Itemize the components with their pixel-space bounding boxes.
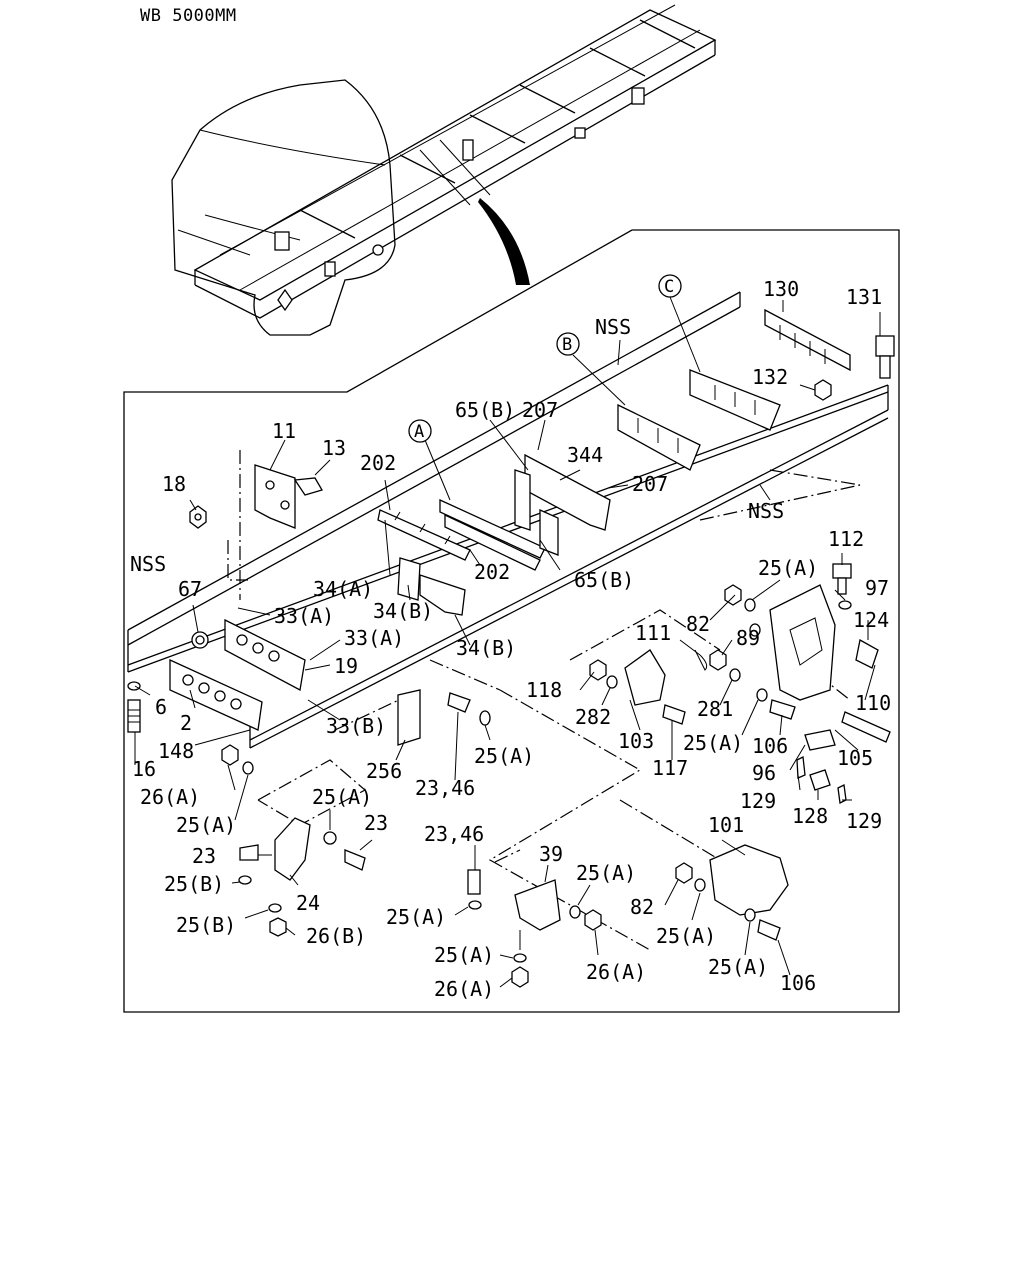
- label-103: 103: [618, 729, 654, 753]
- label-25a: 25(A): [386, 905, 446, 929]
- label-118: 118: [526, 678, 562, 702]
- label-26a: 26(A): [586, 960, 646, 984]
- label-6: 6: [155, 695, 167, 719]
- label-281: 281: [697, 697, 733, 721]
- label-112: 112: [828, 527, 864, 551]
- label-131: 131: [846, 285, 882, 309]
- label-19: 19: [334, 654, 358, 678]
- label-26b: 26(B): [306, 924, 366, 948]
- label-89: 89: [736, 626, 760, 650]
- label-96: 96: [752, 761, 776, 785]
- label-26a: 26(A): [140, 785, 200, 809]
- label-106: 106: [780, 971, 816, 995]
- label-202: 202: [474, 560, 510, 584]
- label-148: 148: [158, 739, 194, 763]
- diagram-title: WB 5000MM: [140, 6, 237, 26]
- label-25a: 25(A): [683, 731, 743, 755]
- label-33b: 33(B): [326, 714, 386, 738]
- label-39: 39: [539, 842, 563, 866]
- part-labels: 130 131 C NSS B 132 207 65(B) A 11 13 34…: [130, 277, 891, 1001]
- label-101: 101: [708, 813, 744, 837]
- label-65b: 65(B): [455, 398, 515, 422]
- label-129: 129: [846, 809, 882, 833]
- label-97: 97: [865, 576, 889, 600]
- label-132: 132: [752, 365, 788, 389]
- label-33a: 33(A): [274, 604, 334, 628]
- label-nss: NSS: [130, 552, 166, 576]
- label-25a: 25(A): [176, 813, 236, 837]
- label-344: 344: [567, 443, 603, 467]
- label-23: 23: [364, 811, 388, 835]
- label-25b: 25(B): [164, 872, 224, 896]
- label-82: 82: [630, 895, 654, 919]
- label-117: 117: [652, 756, 688, 780]
- label-ref-c: C: [664, 277, 674, 297]
- label-130: 130: [763, 277, 799, 301]
- label-34b: 34(B): [373, 599, 433, 623]
- truck-overview: [171, 4, 717, 336]
- parts: [127, 308, 895, 988]
- label-67: 67: [178, 577, 202, 601]
- label-129: 129: [740, 789, 776, 813]
- label-34b: 34(B): [456, 636, 516, 660]
- label-128: 128: [792, 804, 828, 828]
- label-25b: 25(B): [176, 913, 236, 937]
- label-105: 105: [837, 746, 873, 770]
- label-13: 13: [322, 436, 346, 460]
- label-106: 106: [752, 734, 788, 758]
- label-23: 23: [192, 844, 216, 868]
- leader-lines: [134, 296, 881, 988]
- label-25a: 25(A): [312, 785, 372, 809]
- label-207: 207: [632, 472, 668, 496]
- label-23-46: 23,46: [424, 822, 484, 846]
- label-256: 256: [366, 759, 402, 783]
- label-111: 111: [635, 621, 671, 645]
- label-25a: 25(A): [576, 861, 636, 885]
- label-11: 11: [272, 419, 296, 443]
- label-24: 24: [296, 891, 320, 915]
- label-23-46: 23,46: [415, 776, 475, 800]
- label-65b: 65(B): [574, 568, 634, 592]
- label-nss: NSS: [748, 499, 784, 523]
- reference-lines: [227, 450, 861, 951]
- label-25a: 25(A): [656, 924, 716, 948]
- label-26a: 26(A): [434, 977, 494, 1001]
- label-34a: 34(A): [313, 577, 373, 601]
- label-ref-a: A: [414, 422, 424, 442]
- label-2: 2: [180, 711, 192, 735]
- detail-frame-border: [123, 229, 900, 1013]
- label-202: 202: [360, 451, 396, 475]
- label-282: 282: [575, 705, 611, 729]
- label-18: 18: [162, 472, 186, 496]
- label-25a: 25(A): [434, 943, 494, 967]
- label-25a: 25(A): [474, 744, 534, 768]
- label-16: 16: [132, 757, 156, 781]
- label-124: 124: [853, 608, 889, 632]
- label-ref-b: B: [562, 335, 572, 355]
- label-33a: 33(A): [344, 626, 404, 650]
- label-82: 82: [686, 612, 710, 636]
- label-nss: NSS: [595, 315, 631, 339]
- label-25a: 25(A): [708, 955, 768, 979]
- label-110: 110: [855, 691, 891, 715]
- label-25a: 25(A): [758, 556, 818, 580]
- label-207: 207: [522, 398, 558, 422]
